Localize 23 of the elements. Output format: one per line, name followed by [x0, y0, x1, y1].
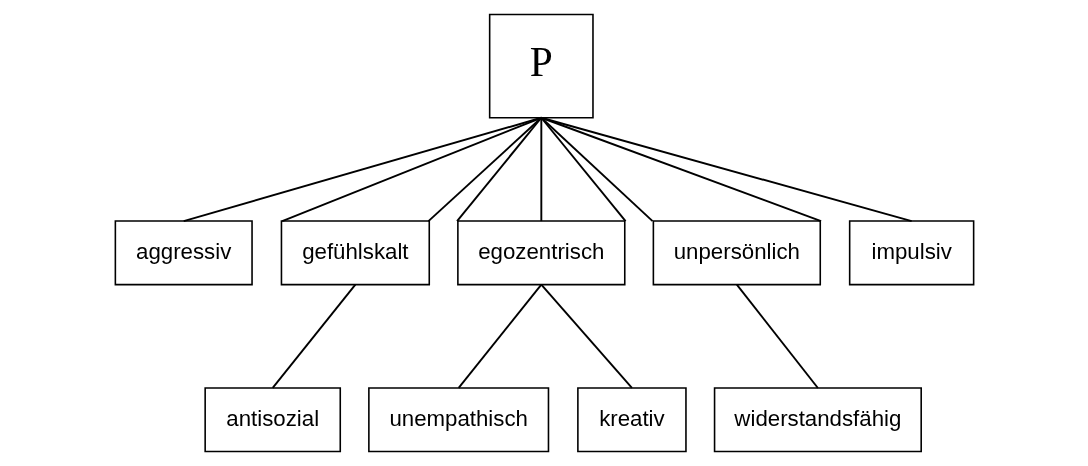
connector: [539, 116, 654, 223]
connector: [427, 116, 542, 223]
connector: [271, 283, 356, 389]
node-box: gefühlskalt: [280, 220, 430, 286]
node-box: widerstandsfähig: [713, 387, 922, 453]
connector: [539, 116, 913, 223]
node-box: unempathisch: [367, 387, 549, 453]
connector: [539, 116, 626, 223]
node-box: unpersönlich: [652, 220, 821, 286]
connector: [280, 116, 542, 223]
node-box: P: [488, 13, 594, 119]
connector: [539, 116, 542, 223]
node-box: impulsiv: [848, 220, 974, 286]
connector: [539, 283, 633, 389]
connector: [455, 116, 542, 223]
connector: [539, 116, 822, 223]
connector: [457, 283, 542, 389]
connector: [182, 116, 542, 223]
node-box: antisozial: [203, 387, 341, 453]
node-box: aggressiv: [114, 220, 253, 286]
connector: [735, 283, 819, 389]
node-box: kreativ: [576, 387, 687, 453]
node-box: egozentrisch: [456, 220, 626, 286]
